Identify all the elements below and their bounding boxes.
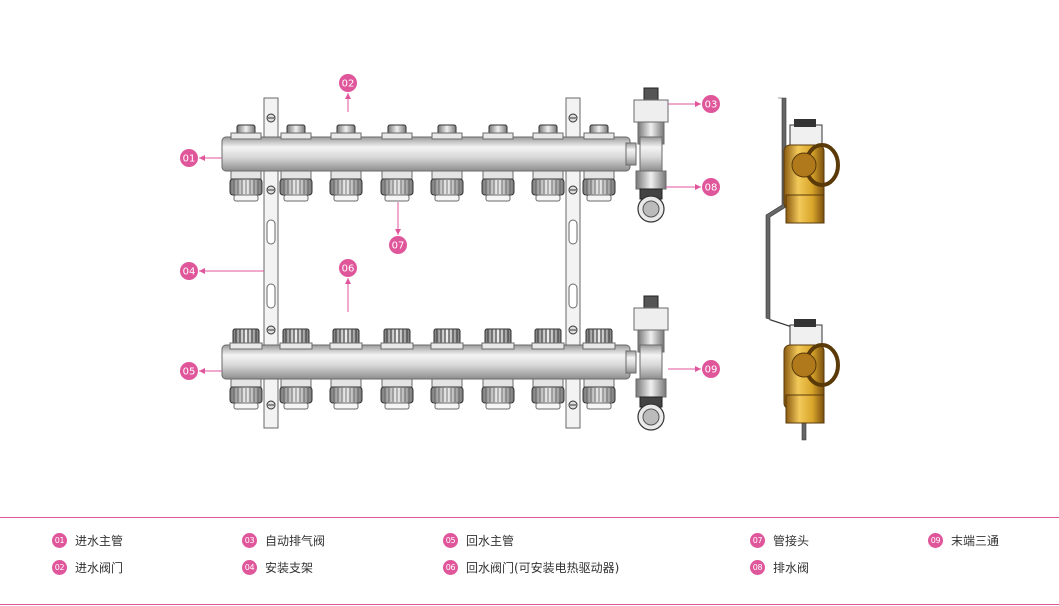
callout-badge xyxy=(180,362,198,380)
legend-item-04: 04 安装支架 xyxy=(242,559,313,576)
callout-arrow xyxy=(695,184,701,190)
legend-label: 回水主管 xyxy=(466,534,515,548)
legend-number: 02 xyxy=(52,560,67,575)
legend-item-01: 01 进水主管 xyxy=(52,532,123,549)
air-vent-end-unit xyxy=(633,87,669,223)
callout-number: 05 xyxy=(183,367,196,378)
callout-badge xyxy=(702,178,720,196)
legend-number: 07 xyxy=(750,533,765,548)
legend-number: 06 xyxy=(443,560,458,575)
callout-arrow xyxy=(395,229,401,235)
bracket-slot xyxy=(266,283,276,309)
legend-bottom-rule xyxy=(0,604,1059,605)
legend-item-02: 02 进水阀门 xyxy=(52,559,123,576)
callout-badge xyxy=(180,262,198,280)
callout-09: 09 xyxy=(668,360,720,378)
legend-number: 05 xyxy=(443,533,458,548)
callout-badge xyxy=(339,74,357,92)
pipe-fitting xyxy=(430,170,464,202)
pipe-fitting xyxy=(531,170,565,202)
legend-item-08: 08 排水阀 xyxy=(750,559,809,576)
legend-item-09: 09 末端三通 xyxy=(928,532,999,549)
legend-number: 03 xyxy=(242,533,257,548)
legend-label: 进水主管 xyxy=(75,534,124,548)
callout-badge xyxy=(180,149,198,167)
legend-label: 回水阀门(可安装电热驱动器) xyxy=(466,561,620,575)
callout-number: 07 xyxy=(392,241,405,252)
pipe-fitting xyxy=(229,170,263,202)
callout-01: 01 xyxy=(180,149,222,167)
legend-number: 04 xyxy=(242,560,257,575)
return-main-pipe xyxy=(221,344,631,380)
callout-arrow xyxy=(695,101,701,107)
legend-item-05: 05 回水主管 xyxy=(443,532,514,549)
legend-label: 安装支架 xyxy=(265,561,314,575)
legend-item-03: 03 自动排气阀 xyxy=(242,532,325,549)
callout-badge xyxy=(702,95,720,113)
pipe-fitting xyxy=(329,378,363,410)
callout-badge xyxy=(702,360,720,378)
pipe-fitting xyxy=(430,378,464,410)
pipe-fitting xyxy=(229,378,263,410)
legend-label: 管接头 xyxy=(773,534,810,548)
manifold-side-view xyxy=(765,97,840,441)
callout-number: 04 xyxy=(183,267,196,278)
callout-arrow xyxy=(695,366,701,372)
end-tee-unit xyxy=(633,295,669,431)
legend-label: 末端三通 xyxy=(951,534,1000,548)
supply-main-pipe xyxy=(221,136,631,172)
manifold-diagram: 01 02 03 04 05 06 07 08 09 xyxy=(180,74,840,441)
callout-02: 02 xyxy=(339,74,357,112)
pipe-fitting xyxy=(481,170,515,202)
legend-item-07: 07 管接头 xyxy=(750,532,809,549)
callout-arrow xyxy=(345,93,351,99)
callout-04: 04 xyxy=(180,262,264,280)
pipe-fitting xyxy=(481,378,515,410)
pipe-fitting xyxy=(380,378,414,410)
callout-arrow xyxy=(199,155,205,161)
callout-arrow xyxy=(199,368,205,374)
bracket-slot xyxy=(568,219,578,245)
callout-07: 07 xyxy=(389,202,407,254)
callout-05: 05 xyxy=(180,362,222,380)
bracket-slot xyxy=(266,219,276,245)
pipe-fitting xyxy=(279,378,313,410)
legend-label: 排水阀 xyxy=(773,561,810,575)
legend-number: 09 xyxy=(928,533,943,548)
legend-number: 01 xyxy=(52,533,67,548)
callout-number: 08 xyxy=(705,183,718,194)
callout-number: 01 xyxy=(183,154,196,165)
callout-badge xyxy=(339,259,357,277)
callout-number: 06 xyxy=(342,264,355,275)
legend-label: 自动排气阀 xyxy=(265,534,326,548)
callout-06: 06 xyxy=(339,259,357,312)
pipe-fitting xyxy=(380,170,414,202)
callout-number: 02 xyxy=(342,79,355,90)
legend-item-06: 06 回水阀门(可安装电热驱动器) xyxy=(443,559,619,576)
pipe-fitting xyxy=(582,378,616,410)
legend: 01 进水主管 02 进水阀门 03 自动排气阀 04 安装支架 05 回水主管 06 回水阀门(可安… xyxy=(0,518,1059,604)
callout-number: 03 xyxy=(705,100,718,111)
callout-03: 03 xyxy=(668,95,720,113)
callout-08: 08 xyxy=(666,178,720,196)
pipe-fitting xyxy=(279,170,313,202)
pipe-fitting xyxy=(531,378,565,410)
bracket-slot xyxy=(568,283,578,309)
legend-label: 进水阀门 xyxy=(75,561,124,575)
legend-top-rule xyxy=(0,517,1059,518)
callout-number: 09 xyxy=(705,365,718,376)
callout-arrow xyxy=(199,268,205,274)
pipe-fitting xyxy=(329,170,363,202)
callout-arrow xyxy=(345,278,351,284)
legend-number: 08 xyxy=(750,560,765,575)
callout-badge xyxy=(389,236,407,254)
pipe-fitting xyxy=(582,170,616,202)
